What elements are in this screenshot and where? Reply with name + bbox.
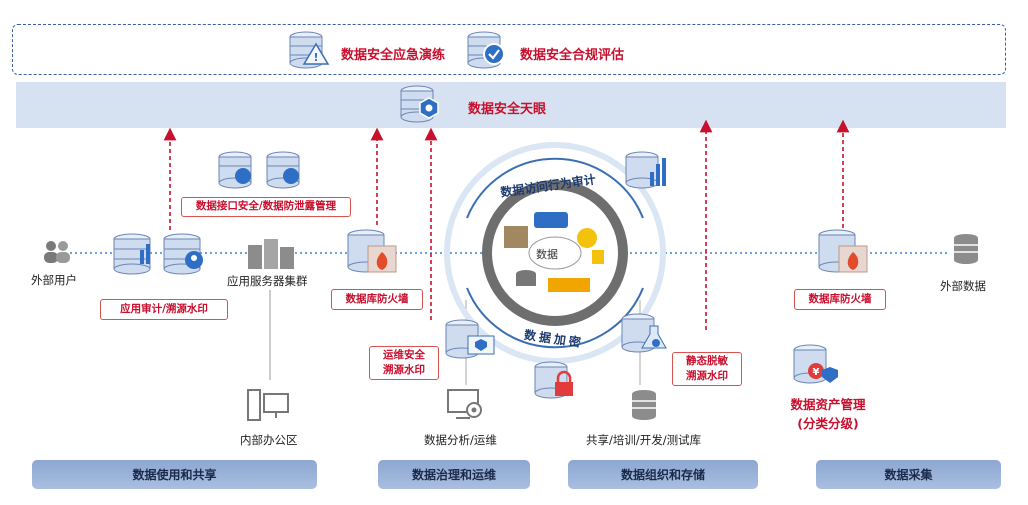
- analysis-gear-icon: [447, 389, 482, 419]
- central-ring: [444, 142, 666, 364]
- static-mask-line1: 静态脱敏: [686, 355, 728, 367]
- office-computer-icon: [247, 389, 289, 421]
- users-icon: [44, 241, 70, 263]
- server-cluster-icon: [248, 239, 294, 269]
- db-flask-icon: [621, 313, 667, 353]
- footer-organize-store: 数据组织和存储: [568, 460, 758, 489]
- static-mask-line2: 溯源水印: [686, 370, 728, 382]
- footer-governance: 数据治理和运维: [378, 460, 530, 489]
- ops-security-line1: 运维安全: [383, 349, 425, 361]
- ops-security-line2: 溯源水印: [383, 364, 425, 376]
- sky-eye-title: 数据安全天眼: [468, 102, 547, 117]
- db-monitor-icon: [445, 319, 495, 359]
- external-data-label: 外部数据: [940, 279, 986, 293]
- compliance-eval-title: 数据安全合规评估: [520, 48, 625, 63]
- ring-center-label: 数据: [536, 248, 558, 261]
- app-audit-db-icon: [113, 233, 203, 275]
- db-firewall-right-icon: [818, 229, 868, 273]
- internal-office-label: 内部办公区: [240, 433, 298, 447]
- api-security-db-icon: [218, 151, 300, 189]
- db-eye-icon: [400, 85, 439, 123]
- db-asset-icon: ¥: [793, 344, 838, 384]
- ops-security-box: 运维安全 溯源水印: [369, 346, 439, 380]
- external-db-icon: [954, 234, 978, 264]
- db-firewall-left-box: 数据库防火墙: [331, 289, 423, 310]
- db-firewall-right-box: 数据库防火墙: [794, 289, 886, 310]
- svg-text:¥: ¥: [813, 367, 820, 378]
- db-firewall-icon: [347, 229, 397, 273]
- svg-text:!: !: [313, 51, 318, 64]
- app-audit-box: 应用审计/溯源水印: [100, 299, 228, 320]
- shared-dbs-label: 共享/培训/开发/测试库: [586, 433, 702, 447]
- asset-mgmt-label: 数据资产管理 (分类分级): [780, 394, 876, 432]
- static-mask-box: 静态脱敏 溯源水印: [672, 352, 742, 386]
- asset-mgmt-line1: 数据资产管理: [790, 397, 866, 412]
- db-warning-icon: !: [289, 31, 330, 69]
- app-servers-label: 应用服务器集群: [227, 274, 308, 288]
- db-lock-icon: [534, 361, 573, 399]
- db-chart-icon: [625, 151, 666, 189]
- db-check-icon: [467, 31, 505, 69]
- footer-use-share: 数据使用和共享: [32, 460, 317, 489]
- footer-collection: 数据采集: [816, 460, 1001, 489]
- emergency-compliance-panel: [12, 24, 1006, 75]
- api-security-box: 数据接口安全/数据防泄露管理: [181, 197, 351, 217]
- emergency-drill-title: 数据安全应急演练: [341, 48, 446, 63]
- asset-mgmt-line2: (分类分级): [797, 416, 859, 431]
- db-stack-icon: [632, 390, 656, 420]
- external-user-label: 外部用户: [31, 273, 77, 287]
- analysis-ops-label: 数据分析/运维: [424, 433, 497, 447]
